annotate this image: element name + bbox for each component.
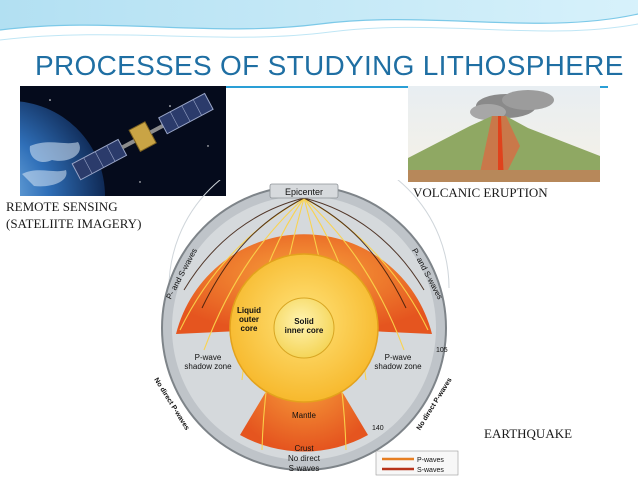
volcano-image [408, 86, 600, 182]
slide-title: PROCESSES OF STUDYING LITHOSPHERE [35, 50, 624, 82]
volcanic-eruption-caption: VOLCANIC ERUPTION [413, 184, 548, 201]
earth-cross-section-diagram: Epicenter Liquid outer core Solid inner … [144, 180, 474, 477]
no-direct-s-label-1: No direct [288, 454, 321, 463]
solid-core-label-2: inner core [285, 326, 324, 335]
crust-label: Crust [294, 444, 314, 453]
mantle-label: Mantle [292, 411, 317, 420]
liquid-core-label-1: Liquid [237, 306, 261, 315]
remote-sensing-caption: REMOTE SENSING (SATELIITE IMAGERY) [6, 198, 141, 232]
pwave-shadow-left-label-2: shadow zone [184, 362, 232, 371]
legend-p-label: P-waves [417, 457, 444, 464]
solid-core-label-1: Solid [294, 317, 314, 326]
remote-sensing-caption-line2: (SATELIITE IMAGERY) [6, 215, 141, 232]
angle-140-label: 140 [372, 425, 384, 432]
pwave-shadow-right-label-1: P-wave [385, 353, 412, 362]
liquid-core-label-2: outer [239, 315, 259, 324]
no-direct-s-label-2: S-waves [289, 464, 320, 473]
earthquake-caption: EARTHQUAKE [484, 425, 572, 442]
remote-sensing-caption-line1: REMOTE SENSING [6, 198, 141, 215]
pwave-shadow-left-label-1: P-wave [195, 353, 222, 362]
pwave-shadow-right-label-2: shadow zone [374, 362, 422, 371]
liquid-core-label-3: core [241, 324, 258, 333]
epicenter-label: Epicenter [285, 187, 323, 197]
wave-legend: P-waves S-waves [376, 451, 458, 475]
legend-s-label: S-waves [417, 467, 444, 474]
angle-105-label: 105 [436, 347, 448, 354]
